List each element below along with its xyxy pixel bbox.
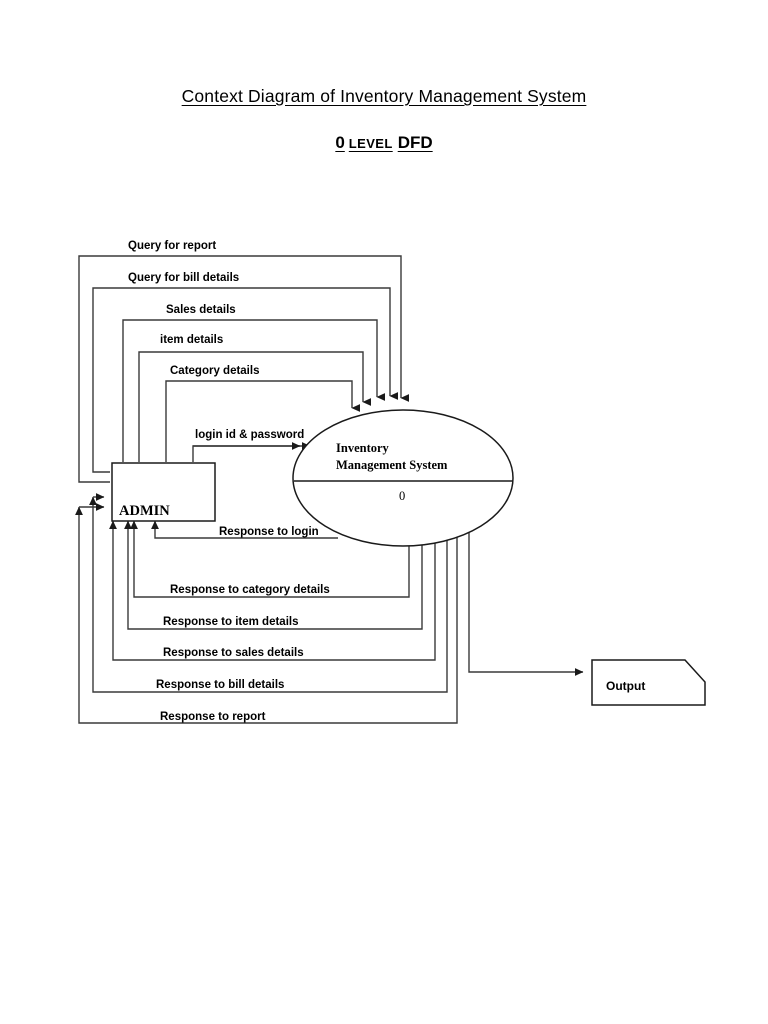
subtitle-dfd-word: DFD: [397, 133, 433, 152]
flow-path-category-details: [165, 380, 360, 462]
flow-label-item-details: item details: [160, 334, 223, 346]
flow-path-login-id-and-password: [192, 442, 311, 462]
flow-label-response-to-report: Response to report: [160, 711, 266, 723]
flow-label-response-to-login: Response to login: [219, 526, 319, 538]
data-store-output-label: Output: [606, 679, 645, 693]
subtitle-level-word: LEVEL: [348, 136, 393, 151]
title-block: Context Diagram of Inventory Management …: [0, 0, 768, 107]
external-entity-admin[interactable]: [111, 462, 216, 522]
flow-path-sales-details: [122, 319, 385, 462]
flow-path-item-details: [138, 351, 371, 462]
flow-label-query-for-report: Query for report: [128, 240, 216, 252]
process-number: 0: [399, 489, 405, 503]
flow-path-query-for-report: [78, 255, 409, 483]
flow-path-response-to-sales-details: [109, 520, 436, 661]
process-inventory-management-system[interactable]: [292, 409, 514, 547]
flow-label-response-to-item-details: Response to item details: [163, 616, 298, 628]
page-title: Context Diagram of Inventory Management …: [181, 86, 587, 106]
flow-path-query-for-bill-details: [92, 287, 398, 473]
subtitle-number: 0: [335, 133, 345, 152]
flow-path-output: [468, 528, 584, 676]
flow-path-response-to-category-details: [130, 520, 410, 598]
process-label-line1: Inventory: [336, 441, 390, 455]
data-store-output[interactable]: [591, 659, 706, 706]
flow-path-response-to-report: [75, 506, 458, 724]
flow-path-response-to-item-details: [124, 520, 423, 630]
flow-label-response-to-bill-details: Response to bill details: [156, 679, 284, 691]
flow-label-sales-details: Sales details: [166, 304, 236, 316]
flow-label-response-to-category-details: Response to category details: [170, 584, 330, 596]
flow-path-response-to-login: [151, 520, 338, 539]
flow-path-response-to-bill-details: [89, 496, 448, 693]
external-entity-admin-label: ADMIN: [119, 503, 170, 519]
flow-label-query-for-bill-details: Query for bill details: [128, 272, 239, 284]
flow-label-login-id-and-password: login id & password: [195, 429, 304, 441]
flow-label-response-to-sales-details: Response to sales details: [163, 647, 304, 659]
process-label-line2: Management System: [336, 458, 448, 472]
flow-label-category-details: Category details: [170, 365, 259, 377]
